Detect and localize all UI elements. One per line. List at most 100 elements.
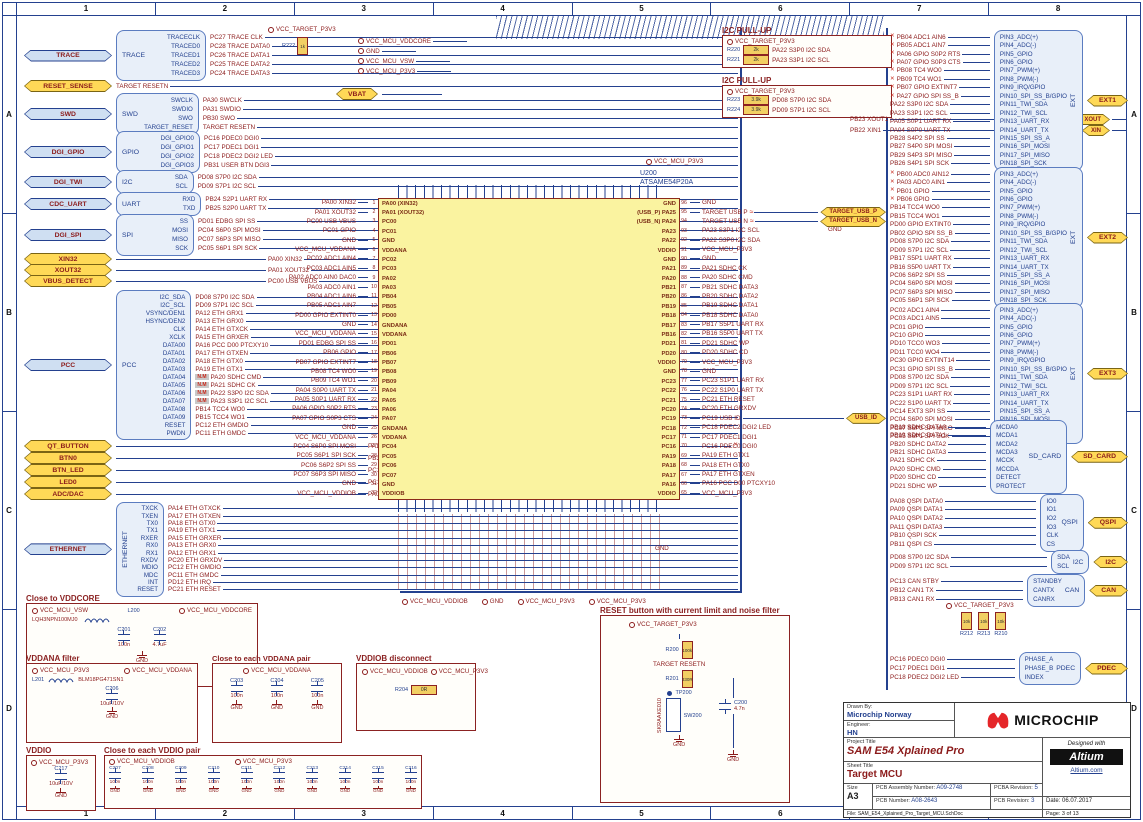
net-label[interactable]: PA23 S3P1 I2C SCL: [890, 109, 948, 117]
net-label[interactable]: PB19 SDHC DATA1: [702, 302, 759, 310]
net-label[interactable]: PB19 SDHC DATA1: [890, 432, 947, 440]
net-label[interactable]: PB20 SDHC DATA2: [890, 440, 947, 448]
net-label[interactable]: PA05 S0P1 UART RX: [890, 118, 952, 126]
net-label[interactable]: PA19 ETH GTX1: [195, 365, 243, 373]
net-label[interactable]: PA13 ETH GRX0: [195, 317, 244, 325]
net-label[interactable]: PA01 XOUT32: [268, 266, 310, 274]
net-label[interactable]: PD01 EDBG SPI SS: [197, 218, 256, 225]
net-label[interactable]: PD09 S7P1 I2C SCL: [772, 106, 831, 114]
net-label[interactable]: PC01 GPIO: [890, 323, 924, 331]
net-label[interactable]: TARGET USB P: [702, 208, 748, 216]
net-label[interactable]: PC02 ADC1 AIN4: [306, 255, 356, 263]
net-label[interactable]: PA01 XOUT32: [314, 208, 356, 216]
resistor-r204[interactable]: 0R: [411, 685, 438, 695]
net-label[interactable]: PA27 GPIO SPI SS_B: [896, 92, 959, 100]
net-label[interactable]: PA18 ETH GTX0: [702, 461, 750, 469]
net-label[interactable]: PC01 GPIO: [322, 227, 356, 235]
pullup-resistor[interactable]: 10k: [961, 612, 973, 630]
net-label[interactable]: PB17 S5P1 UART RX: [890, 255, 952, 263]
net-label[interactable]: PA10 QSPI DATA2: [890, 514, 943, 522]
net-label[interactable]: PB01 GPIO: [896, 187, 930, 195]
net-label[interactable]: PC12 ETH GMDIO: [168, 564, 222, 572]
resistor-r222[interactable]: 1k: [297, 37, 309, 55]
port-capsule[interactable]: TARGET_USB_N: [820, 216, 886, 227]
capacitor-icon[interactable]: [372, 768, 384, 783]
net-label[interactable]: PC07 S6P3 SPI MISO: [890, 424, 953, 432]
net-label[interactable]: PC20 ETH GRXDV: [702, 405, 757, 413]
net-label[interactable]: PA21 SDHC CK: [890, 457, 936, 465]
net-label[interactable]: VCC_MCU_VDDIOB: [297, 489, 356, 497]
net-label[interactable]: PA07 GPIO S0P3 CTS: [292, 414, 356, 422]
net-label[interactable]: GND: [342, 236, 356, 244]
net-label[interactable]: PA20 SDHC CMD: [890, 465, 941, 473]
port-trace[interactable]: TRACE: [24, 50, 112, 62]
net-label[interactable]: PB16 S5P0 UART TX: [890, 263, 951, 271]
net-label[interactable]: PC06 S6P2 SPI SS: [301, 461, 356, 469]
port-ext2[interactable]: EXT2: [1087, 232, 1128, 244]
port-can[interactable]: CAN: [1089, 585, 1128, 597]
net-label[interactable]: PB02 GPIO SPI SS_B: [890, 229, 953, 237]
pullup-resistor[interactable]: 3.9k: [743, 105, 770, 115]
net-label[interactable]: PD20 SDHC CD: [890, 474, 937, 482]
capacitor-icon[interactable]: [306, 768, 319, 783]
port-sd-card[interactable]: SD_CARD: [1071, 451, 1128, 463]
pullup-resistor[interactable]: 2k: [743, 55, 770, 65]
net-label[interactable]: PA21 SDHC CK: [210, 381, 256, 389]
net-label[interactable]: VCC_MCU_P3V3: [702, 489, 753, 497]
net-label[interactable]: PB27 S4P0 SPI MOSI: [890, 143, 953, 151]
net-label[interactable]: PA11 QSPI DATA3: [890, 523, 943, 531]
net-label[interactable]: PA14 ETH GTXCK: [195, 325, 249, 333]
net-label[interactable]: PB11 QSPI CS: [890, 540, 933, 548]
net-label[interactable]: PC18 PDEC2 DGI2 LED: [204, 153, 273, 160]
net-label[interactable]: PC14 EXT3 SPI SS: [890, 407, 946, 415]
net-label[interactable]: PC11 ETH GMDC: [168, 571, 219, 579]
net-label[interactable]: PA19 ETH GTX1: [702, 452, 750, 460]
net-label[interactable]: PC11 ETH GMDC: [195, 429, 246, 437]
net-label[interactable]: PA15 ETH GRXER: [195, 333, 249, 341]
net-label[interactable]: PA30 SWCLK: [202, 97, 242, 104]
net-label[interactable]: PA17 ETH GTXEN: [168, 512, 221, 520]
net-label[interactable]: PB21 SDHC DATA3: [890, 449, 947, 457]
net-label[interactable]: PB06 GPIO: [896, 196, 930, 204]
net-label[interactable]: PB00 ADC0 AIN12: [896, 170, 950, 178]
net-label[interactable]: PA06 GPIO S0P2 RTS: [896, 50, 961, 58]
testpoint-tp200[interactable]: [666, 690, 672, 696]
resistor-r201[interactable]: 330R: [681, 670, 693, 688]
net-label[interactable]: PA22 S3P0 I2C SDA: [702, 236, 761, 244]
net-label[interactable]: PA18 ETH GTX0: [168, 519, 216, 527]
capacitor-icon[interactable]: [105, 689, 118, 704]
net-label[interactable]: PB12 CAN1 TX: [890, 587, 934, 594]
net-label[interactable]: PD08 S7P0 I2C SDA: [772, 96, 832, 104]
capacitor-c200[interactable]: [719, 698, 731, 714]
net-label[interactable]: PB18 SDHC DATA0: [702, 311, 759, 319]
pullup-resistor[interactable]: 10k: [995, 612, 1007, 630]
net-label[interactable]: PA31 SWDIO: [202, 106, 241, 113]
net-label[interactable]: PA13 ETH GRX0: [168, 542, 217, 550]
port-capsule[interactable]: TARGET_USB_P: [820, 207, 886, 218]
net-label[interactable]: PB06 GPIO: [323, 349, 356, 357]
port-reset-sense[interactable]: RESET_SENSE: [24, 80, 112, 92]
net-label[interactable]: PD11 TCC0 WO4: [890, 348, 940, 356]
net-label[interactable]: PA16 PCC D00 PTCXY10: [195, 341, 269, 349]
net-label[interactable]: PA12 ETH GRX1: [195, 309, 244, 317]
net-label[interactable]: PA22 S3P0 I2C SDA: [210, 389, 269, 397]
net-label[interactable]: PA04 S0P0 UART TX: [890, 126, 951, 134]
net-label[interactable]: PB05 ADC1 AIN7: [306, 302, 356, 310]
capacitor-icon[interactable]: [270, 681, 283, 696]
net-label[interactable]: PB20 SDHC DATA2: [702, 292, 759, 300]
inductor-icon[interactable]: [84, 616, 110, 623]
net-label[interactable]: PC10 GPIO: [890, 332, 924, 340]
net-label[interactable]: PC04 S6P0 SPI MOSI: [890, 280, 953, 288]
net-label[interactable]: PC25 TRACE DATA2: [210, 61, 270, 68]
net-label[interactable]: VCC_MCU_VDDANA: [295, 433, 356, 441]
net-label[interactable]: PC27 TRACE CLK: [210, 34, 263, 41]
net-label[interactable]: PC07 S6P3 SPI MISO: [890, 288, 953, 296]
net-label[interactable]: GND: [342, 480, 356, 488]
net-label[interactable]: PA17 ETH GTXEN: [702, 471, 755, 479]
capacitor-icon[interactable]: [117, 630, 130, 645]
port-vbat[interactable]: VBAT: [336, 88, 378, 100]
net-label[interactable]: PB31 USER BTN DGI3: [204, 162, 270, 169]
net-label[interactable]: PA00 XIN32: [268, 255, 303, 263]
net-label[interactable]: PB28 S4P2 SPI SS: [890, 134, 945, 142]
net-label[interactable]: PD21 SDHC WP: [890, 482, 938, 490]
